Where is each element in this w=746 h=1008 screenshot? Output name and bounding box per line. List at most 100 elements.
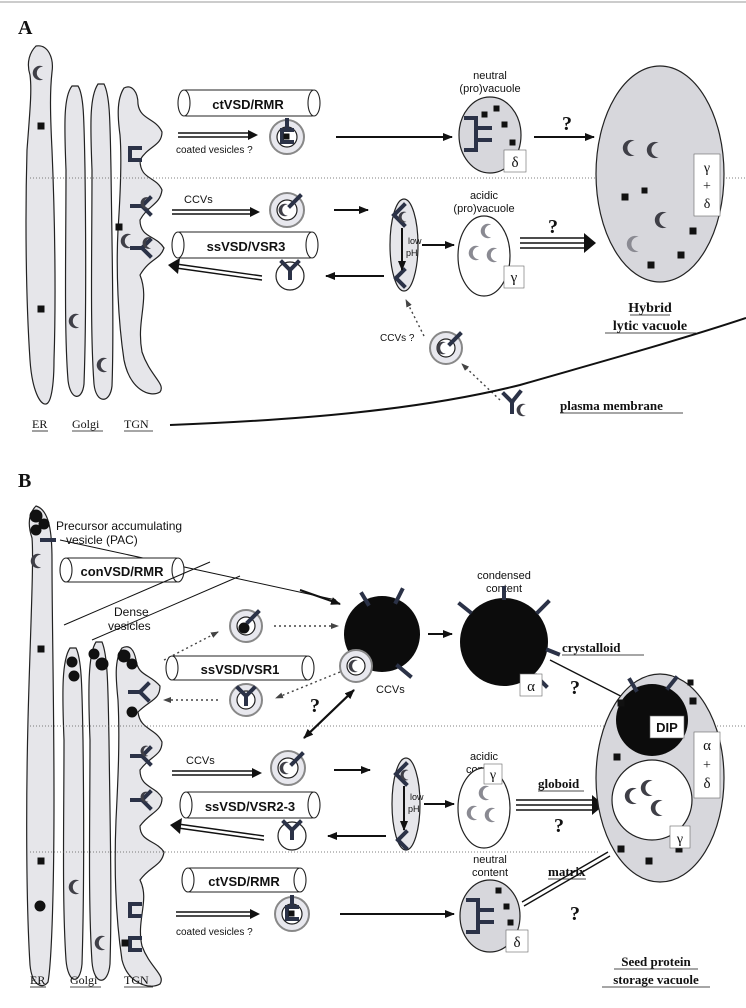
- neutral-content-label: content: [472, 867, 508, 879]
- acidic-content-label: acidic: [470, 751, 499, 763]
- hybrid-content-label: +: [703, 179, 711, 194]
- pac-label: Precursor accumulating: [56, 519, 182, 533]
- low-ph-label: pH: [406, 248, 418, 258]
- scroll-convsd-rmr: conVSD/RMR: [59, 557, 185, 583]
- matrix-label: matrix: [548, 864, 586, 879]
- er-cisterna-a: [25, 45, 56, 405]
- dense-vesicles-label: vesicles: [108, 619, 151, 633]
- receptor-icon: [501, 389, 523, 414]
- scroll-label: ssVSD/VSR1: [201, 662, 280, 677]
- ccvs-q-label: CCVs ?: [380, 333, 415, 344]
- low-ph-label: low: [410, 792, 424, 802]
- coated-vesicle-b: [274, 895, 310, 932]
- gamma-label: γ: [676, 832, 683, 847]
- double-arrow: [178, 132, 248, 138]
- double-arrow: [172, 770, 252, 776]
- tgn-b: [114, 646, 165, 987]
- neutral-content-vacuole: [459, 879, 521, 953]
- double-arrow: [521, 851, 611, 907]
- golgi-cisterna-2-a: [90, 83, 114, 400]
- question-mark: ?: [570, 903, 580, 925]
- svac-content-label: δ: [703, 776, 710, 792]
- condensed-label: condensed: [477, 570, 531, 582]
- er-label-b: ER: [30, 973, 45, 987]
- scroll-label: ssVSD/VSR3: [207, 239, 286, 254]
- double-arrow: [176, 911, 250, 917]
- acidic-provacuole-a: [457, 215, 511, 297]
- cargo-square-icon: [115, 223, 123, 231]
- scroll-label: conVSD/RMR: [80, 564, 164, 579]
- hybrid-content-label: δ: [704, 197, 711, 212]
- cargo-square-icon: [37, 305, 45, 313]
- question-mark: ?: [554, 815, 564, 837]
- hybrid-content-label: γ: [703, 161, 710, 176]
- panel-b: B Precursor accumulating vesicle (PAC) c…: [18, 470, 746, 988]
- receptor-vesicle-vsr1: [229, 683, 263, 717]
- scroll-label: ssVSD/VSR2-3: [205, 799, 295, 814]
- scroll-label: ctVSD/RMR: [212, 97, 284, 112]
- neutral-vacuole-label: (pro)vacuole: [459, 83, 520, 95]
- cargo-crescent-icon: [516, 403, 526, 417]
- storage-vacuole-title: Seed protein: [621, 954, 691, 969]
- clathrin-coated-vesicle-b: [270, 750, 306, 786]
- question-mark: ?: [570, 677, 580, 699]
- storage-vacuole-title: storage vacuole: [613, 972, 699, 987]
- panel-b-label: B: [18, 470, 31, 492]
- scroll-ssvsd-vsr1: ssVSD/VSR1: [165, 655, 315, 681]
- scroll-ssvsd-vsr2-3: ssVSD/VSR2-3: [179, 791, 321, 819]
- coated-vesicle-a: [269, 118, 305, 155]
- ccvs-label-b: CCVs: [186, 755, 215, 767]
- crystalloid-label: crystalloid: [562, 640, 621, 655]
- golgi-cisterna-2-b: [88, 641, 112, 981]
- coated-vesicles-label-b: coated vesicles ?: [176, 927, 253, 938]
- delta-label: δ: [511, 155, 518, 171]
- pac-label: vesicle (PAC): [66, 533, 138, 547]
- receptor-icon: [128, 146, 142, 162]
- double-arrow: [175, 263, 263, 281]
- cargo-square-icon: [37, 122, 45, 130]
- tgn-label-b: TGN: [124, 973, 149, 987]
- clathrin-coated-vesicle-a: [269, 192, 305, 228]
- svac-content-label: +: [703, 758, 711, 773]
- scroll-ctvsd-rmr-a: ctVSD/RMR: [177, 89, 321, 117]
- plasma-membrane-label: plasma membrane: [560, 398, 663, 413]
- delta-label: δ: [513, 935, 520, 951]
- dense-vesicle-ccv-1: [229, 609, 263, 643]
- receptor-icon: [130, 237, 153, 259]
- hybrid-title: Hybrid: [628, 301, 672, 316]
- dotted-arrow: [461, 363, 501, 401]
- acidic-vacuole-label: (pro)vacuole: [453, 203, 514, 215]
- scroll-ssvsd-vsr3: ssVSD/VSR3: [171, 231, 319, 259]
- golgi-label-b: Golgi: [70, 973, 98, 987]
- triple-arrow: [520, 237, 584, 249]
- golgi-label: Golgi: [72, 417, 100, 431]
- coated-vesicles-label: coated vesicles ?: [176, 145, 253, 156]
- ccvs-label: CCVs: [376, 684, 405, 696]
- low-ph-compartment-b: [391, 757, 421, 851]
- plasma-membrane: [169, 317, 746, 426]
- dotted-arrow: [405, 299, 425, 337]
- dense-vesicles-label: Dense: [114, 605, 149, 619]
- svac-content-label: α: [703, 738, 711, 754]
- gamma-label: γ: [489, 768, 496, 783]
- hybrid-title: lytic vacuole: [613, 319, 687, 334]
- question-mark: ?: [310, 695, 320, 717]
- golgi-cisterna-1-a: [64, 85, 87, 397]
- golgi-cisterna-1-b: [62, 647, 85, 980]
- double-arrow: [172, 209, 250, 215]
- globoid-label: globoid: [538, 776, 580, 791]
- neutral-vacuole-label: neutral: [473, 70, 507, 82]
- hybrid-lytic-vacuole: [595, 65, 725, 283]
- question-mark: ?: [548, 216, 558, 238]
- neutral-content-label: neutral: [473, 854, 507, 866]
- gamma-label: γ: [510, 270, 518, 286]
- acidic-vacuole-label: acidic: [470, 190, 499, 202]
- receptor-vesicle-b: [277, 819, 307, 851]
- alpha-label: α: [527, 679, 535, 695]
- ccvs-label: CCVs: [184, 194, 213, 206]
- panel-a: A ctVSD/RMR coated: [18, 17, 746, 432]
- double-arrow: [177, 823, 265, 841]
- low-ph-compartment-a: [389, 198, 419, 292]
- low-ph-label: pH: [408, 804, 420, 814]
